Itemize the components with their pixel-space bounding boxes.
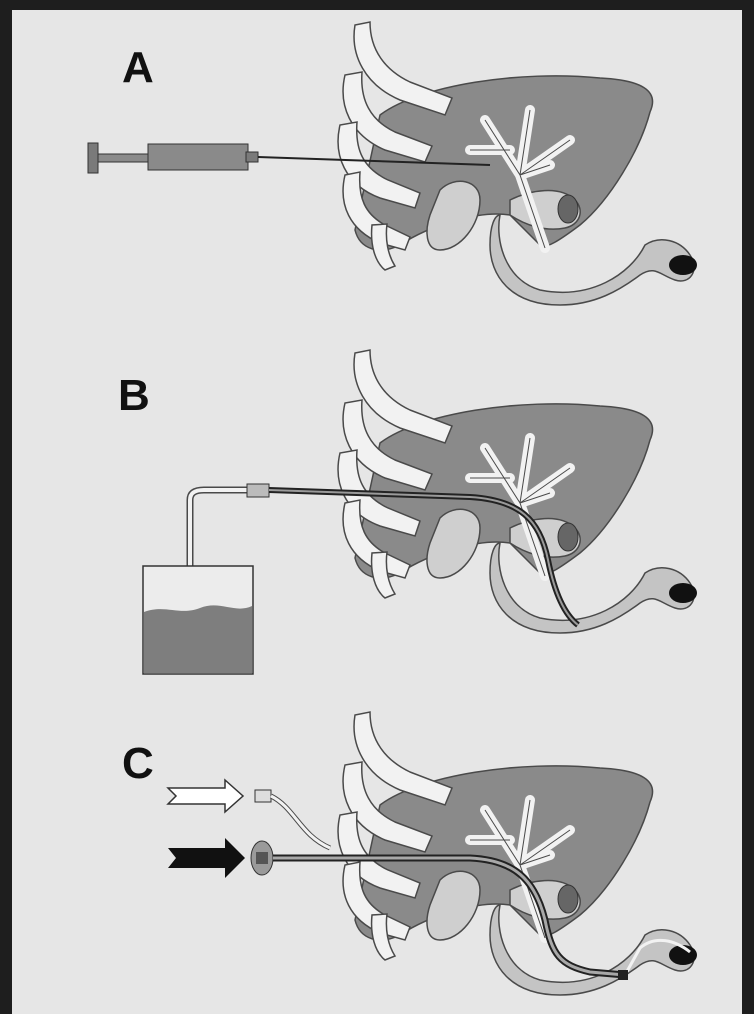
open-arrow: [168, 780, 243, 812]
figure-frame: A B C: [12, 10, 742, 1014]
catheter-hub: [251, 841, 273, 875]
solid-arrow: [168, 838, 245, 878]
panel-label-a: A: [122, 43, 154, 92]
panel-c: C: [122, 712, 697, 995]
biliary-drainage-diagram: A B C: [12, 10, 742, 1014]
inflation-port: [255, 790, 330, 848]
panel-label-b: B: [118, 371, 150, 420]
panel-b: B: [118, 350, 697, 674]
panel-label-c: C: [122, 739, 154, 788]
panel-a: A: [88, 22, 697, 305]
drainage-bag: [143, 566, 253, 674]
